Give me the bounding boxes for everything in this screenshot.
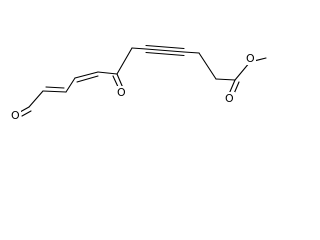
bond-trans-to-ketone	[97, 71, 118, 75]
bond-alkyne-triple-3	[145, 51, 185, 57]
bond-ketone-c-o-1	[116, 73, 124, 89]
bond-cis-single	[42, 90, 67, 93]
bond-ester-carbonyl-1	[228, 79, 236, 95]
alkyne-group	[131, 44, 200, 57]
bond-trans-single	[74, 71, 99, 79]
bond-chain-2	[215, 78, 236, 81]
ketone-oxygen-mask	[115, 86, 127, 99]
bond-chain-1	[198, 52, 217, 80]
aldehyde-oxygen-mask	[9, 109, 21, 122]
chemical-structure-diagram: O O O O	[9, 44, 267, 122]
bond-aldehyde-to-chain	[28, 90, 44, 108]
trans-alkene	[74, 71, 118, 83]
bond-trans-double-inner	[76, 75, 99, 83]
bond-alkyne-triple-1	[145, 44, 185, 50]
aldehyde-group	[19, 90, 44, 117]
ester-ether-oxygen-label: O	[246, 52, 255, 65]
ketone-group	[112, 47, 133, 90]
bond-alkyne-to-ch2	[183, 51, 200, 54]
ketone-oxygen-label: O	[117, 86, 126, 99]
ester-ether-oxygen-mask	[244, 52, 256, 65]
cis-alkene	[42, 77, 76, 93]
bond-chain-to-trans	[65, 77, 76, 93]
bond-ch2-to-alkyne	[131, 47, 147, 50]
bond-aldehyde-c-o-2	[21, 110, 32, 117]
aldehyde-oxygen-label: O	[11, 109, 20, 122]
ester-carbonyl-oxygen-mask	[223, 92, 235, 105]
alkyl-chain	[198, 52, 236, 81]
atom-labels: O O O O	[9, 52, 256, 122]
bond-cis-double-inner	[45, 86, 65, 89]
bond-ketone-to-ch2	[116, 47, 133, 75]
bond-alkyne-triple-2	[145, 48, 185, 53]
ester-carbonyl-oxygen-label: O	[225, 92, 234, 105]
bond-aldehyde-c-o-1	[19, 106, 30, 113]
